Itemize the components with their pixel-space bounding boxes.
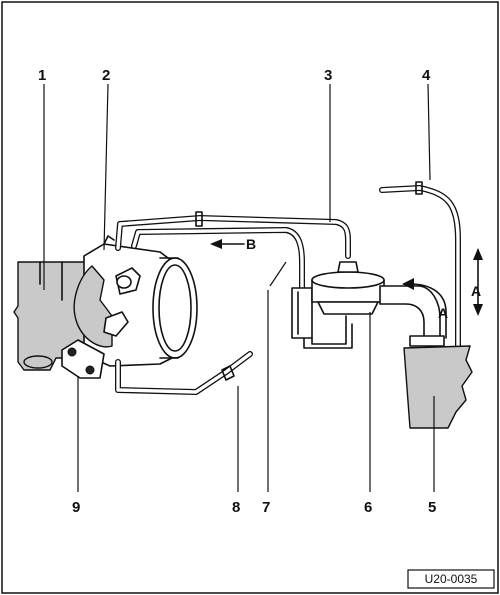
flow-arrow-a-vertical: A — [471, 248, 483, 316]
flow-label-b: B — [246, 236, 256, 252]
callout-6: 6 — [364, 499, 372, 516]
flow-label-a-curved: A — [438, 305, 448, 321]
vacuum-unit — [291, 261, 445, 349]
vacuum-hose-8 — [115, 351, 253, 395]
callout-9: 9 — [72, 499, 80, 516]
callout-1: 1 — [38, 67, 46, 84]
leader-lines — [43, 83, 435, 492]
callout-2: 2 — [102, 67, 110, 84]
figure-ref-label: U20-0035 — [425, 572, 478, 586]
callout-3: 3 — [324, 67, 332, 84]
air-duct — [403, 345, 473, 429]
throttle-body — [61, 235, 198, 379]
callout-5: 5 — [428, 499, 436, 516]
callout-7: 7 — [262, 499, 270, 516]
vacuum-hose-7 — [131, 227, 305, 293]
flow-arrow-b: B — [210, 236, 256, 252]
callout-numbers: 1 2 3 4 5 6 7 8 9 — [38, 67, 436, 516]
vacuum-hose-3 — [115, 211, 351, 259]
figure-ref-box: U20-0035 — [407, 569, 495, 589]
callout-8: 8 — [232, 499, 240, 516]
callout-4: 4 — [422, 67, 431, 84]
flow-arrow-a-curved: A — [402, 278, 448, 339]
flow-label-a-vertical: A — [471, 283, 481, 299]
vacuum-hose-4 — [379, 181, 461, 349]
